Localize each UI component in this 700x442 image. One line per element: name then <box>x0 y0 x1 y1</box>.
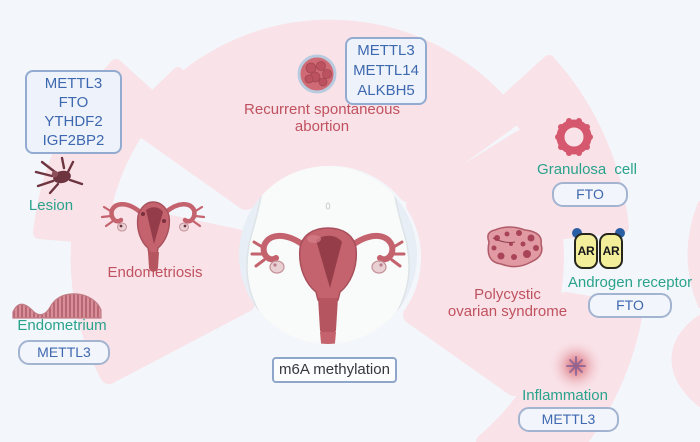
pcos-label-line2: ovarian syndrome <box>447 303 568 320</box>
navel <box>325 202 331 210</box>
ligand-dot-icon <box>572 228 582 238</box>
gene-label: FTO <box>58 94 89 111</box>
androgen-receptor-label: Androgen receptor <box>567 274 693 291</box>
inflammation-label: Inflammation <box>522 387 608 404</box>
endometriosis-label: Endometriosis <box>107 264 203 281</box>
petal-corner-right-mid <box>687 201 700 308</box>
gene-label: METTL3 <box>357 42 415 59</box>
female-torso-icon <box>239 166 417 344</box>
gene-box-abortion: METTL3 METTL14 ALKBH5 <box>345 37 427 105</box>
lesion-icon <box>34 156 84 195</box>
abortion-label-line1: Recurrent spontaneous <box>244 101 400 118</box>
gene-pill-inflammation: METTL3 <box>518 407 619 432</box>
ar-monomer: AR <box>574 233 598 269</box>
endometrium-icon <box>12 293 102 319</box>
pcos-label: Polycystic ovarian syndrome <box>440 286 575 320</box>
ar-receptor-icon: AR AR <box>572 227 626 273</box>
granulosa-cell-icon <box>555 118 593 156</box>
gene-label: METTL14 <box>353 62 419 79</box>
endometrium-label: Endometrium <box>17 317 107 334</box>
polycystic-ovary-icon <box>487 226 543 268</box>
uterus-center-icon <box>250 227 406 344</box>
petal-right <box>403 130 564 396</box>
gene-pill-granulosa: FTO <box>552 182 628 207</box>
gene-label: ALKBH5 <box>357 82 415 99</box>
petal-diamond-left <box>139 67 217 143</box>
endometriosis-uterus-icon <box>100 201 206 272</box>
m6a-methylation-box: m6A methylation <box>272 357 397 383</box>
ar-monomer: AR <box>599 233 623 269</box>
gene-pill-androgen: FTO <box>588 293 672 318</box>
gene-label: METTL3 <box>44 75 103 92</box>
petal-corner-right-bottom <box>671 315 700 407</box>
gene-pill-endometrium: METTL3 <box>18 340 110 365</box>
gene-label: YTHDF2 <box>44 113 103 130</box>
granulosa-label: Granulosa cell <box>537 161 637 178</box>
abortion-label-line2: abortion <box>294 118 350 135</box>
ligand-dot-icon <box>615 228 625 238</box>
gene-box-endometriosis: METTL3 FTO YTHDF2 IGF2BP2 <box>25 70 122 154</box>
gene-label: IGF2BP2 <box>42 132 105 149</box>
lesion-label: Lesion <box>28 197 74 214</box>
inflammation-icon <box>549 339 603 393</box>
pcos-label-line1: Polycystic <box>474 286 541 303</box>
embryo-icon <box>297 54 337 94</box>
abortion-label: Recurrent spontaneous abortion <box>232 101 412 135</box>
